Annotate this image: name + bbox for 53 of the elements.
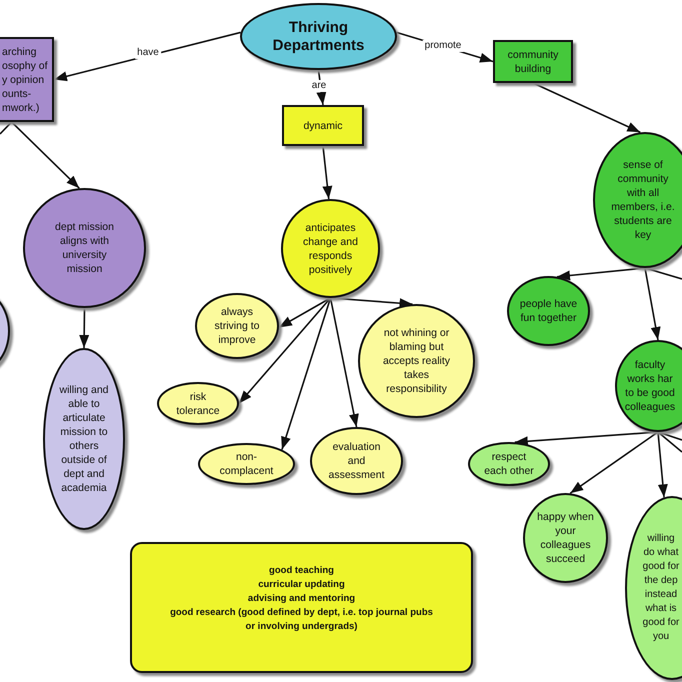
concept-ellipse (157, 382, 239, 425)
arrow (278, 297, 331, 328)
arrow (644, 268, 661, 340)
node-text: people have fun together (518, 297, 578, 325)
concept-box (493, 40, 573, 83)
node-text: advising and mentoring (246, 592, 356, 606)
arrow (238, 297, 332, 404)
node-text: willing do what good for the dep instead what is good for you (642, 532, 680, 644)
edge-label: have (135, 47, 161, 59)
concept-box (282, 105, 364, 146)
node-text: good teaching (268, 564, 335, 578)
arrow (556, 267, 646, 280)
connector-line (0, 121, 12, 135)
node-text: respect each other (483, 450, 535, 478)
arrow (330, 298, 359, 428)
edge-label: promote (422, 40, 464, 52)
node-text: anticipates change and responds positively (302, 220, 359, 276)
arrow (657, 432, 668, 498)
concept-box (0, 37, 54, 122)
arrow (570, 431, 658, 494)
connector-line (657, 431, 682, 453)
node-text: dynamic (302, 118, 344, 132)
node-text: risk tolerance (175, 390, 221, 418)
arrow (316, 70, 326, 106)
node-text: willing and able to articulate mission to others outside of dept and academia (58, 383, 110, 495)
node-text: non-complacent (218, 450, 274, 478)
node-text: community building (506, 48, 560, 76)
connector-line (644, 267, 682, 280)
edge-label: are (310, 80, 328, 92)
arrow (281, 298, 332, 450)
arrow (532, 82, 641, 134)
node-text: sense of community with all members, i.e. students are key (610, 158, 676, 242)
node-text: Thriving Departments (272, 18, 366, 54)
node-text: always striving to improve (214, 305, 260, 347)
node-text: evaluation and assessment (327, 440, 386, 482)
node-text: not whining or blaming but accepts reality takes responsibility (382, 326, 452, 396)
concept-box (130, 542, 473, 673)
node-text: good research (good defined by dept, i.e. top journal pubs or involving undergrads) (169, 606, 434, 634)
node-text: curricular updating (257, 578, 346, 592)
connector-line (658, 431, 682, 441)
concept-ellipse (358, 304, 475, 418)
node-text: dept mission aligns with university mission (54, 220, 115, 276)
arrow (79, 308, 90, 348)
concept-ellipse (507, 276, 590, 346)
arrow (330, 297, 413, 308)
arrow (11, 121, 80, 189)
arrow (322, 146, 332, 200)
concept-ellipse (198, 443, 295, 485)
node-text: faculty works har to be good colleagues (624, 358, 676, 414)
node-text: happy when your colleagues succeed (536, 510, 595, 566)
arrow (54, 32, 241, 82)
concept-ellipse (468, 442, 550, 486)
node-text: arching osophy of y opinion ounts- mwork.) (2, 44, 49, 114)
